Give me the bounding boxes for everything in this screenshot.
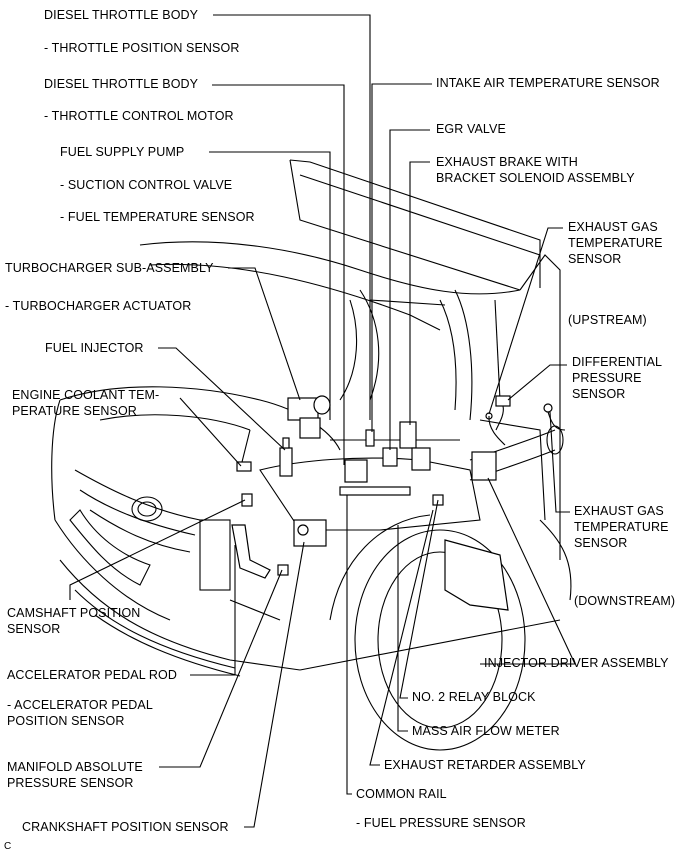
leader-accelerator-pedal-rod bbox=[190, 545, 236, 676]
label-camshaft-line1: CAMSHAFT POSITION bbox=[7, 606, 141, 620]
label-accelerator-pedal-line1: - ACCELERATOR PEDAL bbox=[7, 698, 153, 712]
label-accelerator-pedal-line2: POSITION SENSOR bbox=[7, 714, 125, 728]
component-sketches bbox=[231, 395, 553, 611]
leader-differential bbox=[507, 364, 567, 401]
label-engine-coolant-line1: ENGINE COOLANT TEM- bbox=[12, 388, 160, 402]
leader-exhaust-gas-temp-up bbox=[488, 227, 563, 415]
label-accelerator-pedal-rod: ACCELERATOR PEDAL ROD bbox=[7, 668, 177, 682]
label-turbocharger-actuator: - TURBOCHARGER ACTUATOR bbox=[5, 299, 192, 313]
leader-lines bbox=[69, 14, 576, 828]
label-fuel-supply-pump: FUEL SUPPLY PUMP bbox=[60, 145, 185, 159]
label-exhaust-gas-temp-up-line2: TEMPERATURE bbox=[568, 236, 663, 250]
leader-egr-valve bbox=[389, 129, 430, 450]
label-exhaust-gas-temp-up-line3: SENSOR bbox=[568, 252, 622, 266]
sensor-wires bbox=[488, 405, 566, 446]
label-intake-air-temperature-sensor: INTAKE AIR TEMPERATURE SENSOR bbox=[436, 76, 660, 90]
label-throttle-position-sensor: - THROTTLE POSITION SENSOR bbox=[44, 41, 240, 55]
leader-camshaft bbox=[69, 499, 246, 600]
label-diesel-throttle-body-2: DIESEL THROTTLE BODY bbox=[44, 77, 199, 91]
label-manifold-line2: PRESSURE SENSOR bbox=[7, 776, 134, 790]
label-fuel-pressure-sensor: - FUEL PRESSURE SENSOR bbox=[356, 816, 526, 830]
label-exhaust-gas-temp-down-line1: EXHAUST GAS bbox=[574, 504, 664, 518]
label-downstream: (DOWNSTREAM) bbox=[574, 594, 676, 608]
leader-engine-coolant bbox=[179, 397, 242, 467]
label-diesel-throttle-body-1: DIESEL THROTTLE BODY bbox=[44, 8, 199, 22]
leader-fuel-supply-pump bbox=[209, 151, 331, 420]
leader-fuel-injector bbox=[158, 347, 286, 451]
label-differential-line1: DIFFERENTIAL bbox=[572, 355, 663, 369]
leader-turbocharger bbox=[228, 267, 301, 401]
label-fuel-temperature-sensor: - FUEL TEMPERATURE SENSOR bbox=[60, 210, 255, 224]
label-exhaust-gas-temp-up-line1: EXHAUST GAS bbox=[568, 220, 658, 234]
label-exhaust-gas-temp-down-line3: SENSOR bbox=[574, 536, 628, 550]
leader-common-rail bbox=[346, 495, 352, 795]
label-turbocharger-sub-assembly: TURBOCHARGER SUB-ASSEMBLY bbox=[5, 261, 214, 275]
label-suction-control-valve: - SUCTION CONTROL VALVE bbox=[60, 178, 233, 192]
leader-no2-relay-block bbox=[399, 499, 439, 699]
label-differential-line2: PRESSURE bbox=[572, 371, 642, 385]
figure-code: C bbox=[4, 841, 12, 852]
label-exhaust-retarder-assembly: EXHAUST RETARDER ASSEMBLY bbox=[384, 758, 586, 772]
leader-exhaust-gas-temp-down bbox=[549, 411, 570, 513]
label-injector-driver-assembly: INJECTOR DRIVER ASSEMBLY bbox=[484, 656, 669, 670]
label-no2-relay-block: NO. 2 RELAY BLOCK bbox=[412, 690, 536, 704]
label-mass-air-flow-meter: MASS AIR FLOW METER bbox=[412, 724, 560, 738]
label-fuel-injector: FUEL INJECTOR bbox=[45, 341, 144, 355]
leader-injector-driver bbox=[480, 477, 576, 665]
label-exhaust-gas-temp-down-line2: TEMPERATURE bbox=[574, 520, 669, 534]
leader-diesel-throttle-body-1 bbox=[213, 14, 371, 420]
label-manifold-line1: MANIFOLD ABSOLUTE bbox=[7, 760, 143, 774]
label-crankshaft-position-sensor: CRANKSHAFT POSITION SENSOR bbox=[22, 820, 229, 834]
label-differential-line3: SENSOR bbox=[572, 387, 626, 401]
leader-crankshaft bbox=[244, 541, 305, 828]
label-camshaft-line2: SENSOR bbox=[7, 622, 61, 636]
leader-exhaust-brake bbox=[409, 161, 430, 425]
label-exhaust-brake-line2: BRACKET SOLENOID ASSEMBLY bbox=[436, 171, 635, 185]
label-exhaust-brake-line1: EXHAUST BRAKE WITH bbox=[436, 155, 578, 169]
leader-manifold bbox=[159, 569, 283, 768]
leader-intake-air-temp bbox=[371, 83, 432, 432]
leader-exhaust-retarder bbox=[369, 509, 434, 766]
label-upstream: (UPSTREAM) bbox=[568, 313, 647, 327]
leader-mass-air-flow-meter bbox=[397, 525, 408, 732]
label-throttle-control-motor: - THROTTLE CONTROL MOTOR bbox=[44, 109, 234, 123]
leader-diesel-throttle-body-2 bbox=[212, 84, 345, 465]
label-egr-valve: EGR VALVE bbox=[436, 122, 506, 136]
label-common-rail: COMMON RAIL bbox=[356, 787, 447, 801]
label-engine-coolant-line2: PERATURE SENSOR bbox=[12, 404, 137, 418]
